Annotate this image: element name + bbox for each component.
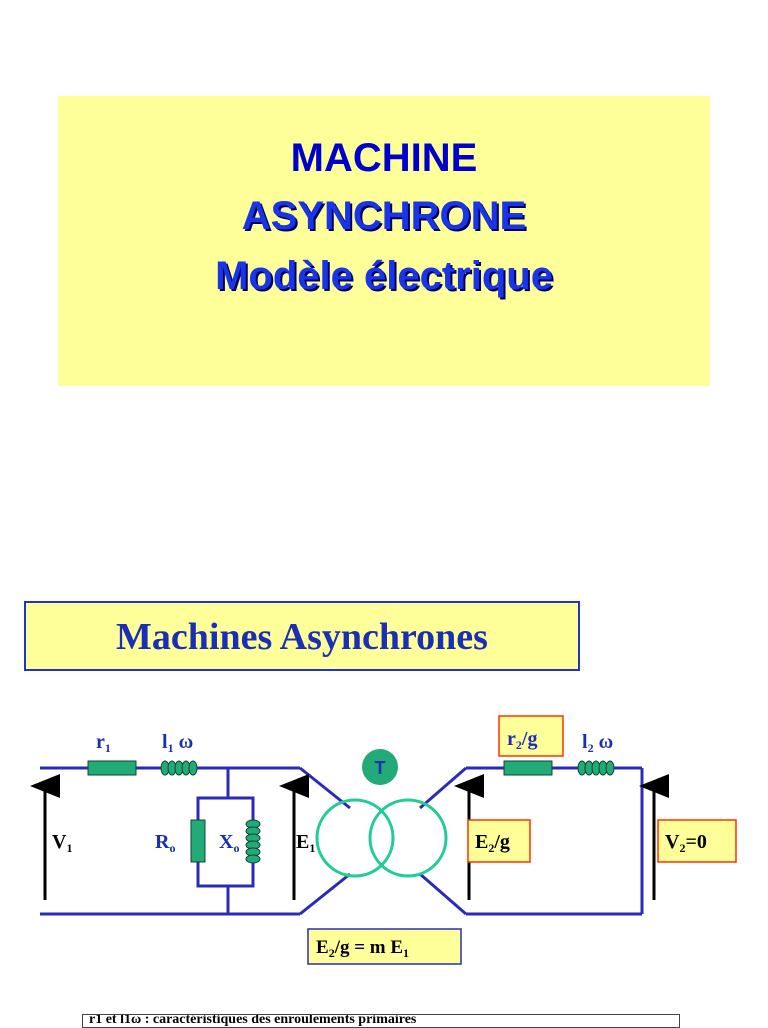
label-xo: Xo (219, 831, 239, 855)
resistor-ro (190, 819, 206, 863)
v2-highlight-box (657, 819, 737, 863)
r2g-highlight-box (498, 715, 564, 757)
e2g-highlight-box (467, 819, 531, 863)
label-e2g: E2/g (475, 831, 510, 855)
label-relation: E2/g = m E1 (316, 937, 409, 960)
label-r2g: r2/g (507, 728, 537, 752)
label-e1: E1 (296, 831, 315, 855)
inductor-l2 (577, 760, 615, 776)
voltage-arrows (30, 774, 669, 900)
relation-box (307, 928, 462, 965)
transformer-t-label: T (375, 758, 386, 778)
label-ro: Ro (155, 831, 175, 855)
secondary-wires (419, 766, 644, 916)
transformer-t-badge (362, 749, 398, 785)
title-line-asynchrone: ASYNCHRONE (241, 194, 527, 238)
label-l2w: l2 ω (582, 731, 613, 755)
label-l1w: l1 ω (162, 731, 193, 755)
bottom-note-box: r1 et l1ω : caractéristiques des enroule… (82, 1014, 680, 1028)
inductor-l1 (160, 760, 198, 776)
title-slide-box: MACHINE ASYNCHRONE Modèle électrique (58, 96, 710, 386)
label-r1: r1 (96, 731, 111, 755)
ideal-transformer (315, 798, 448, 878)
subtitle: Machines Asynchrones (116, 616, 488, 658)
inductor-xo (245, 819, 261, 864)
resistor-r2g (503, 760, 553, 776)
bottom-note: r1 et l1ω : caractéristiques des enroule… (89, 1014, 417, 1027)
subtitle-box: Machines Asynchrones (24, 601, 580, 671)
equivalent-circuit-diagram: T r1 l1 ω V1 Ro Xo E1 r2/g l2 ω (30, 715, 737, 965)
label-v1: V1 (52, 831, 72, 855)
resistor-r1 (87, 760, 137, 776)
title-line-modele-electrique: Modèle électrique (215, 254, 553, 298)
title-line-machine: MACHINE (290, 136, 478, 180)
label-v2: V2=0 (665, 831, 707, 855)
